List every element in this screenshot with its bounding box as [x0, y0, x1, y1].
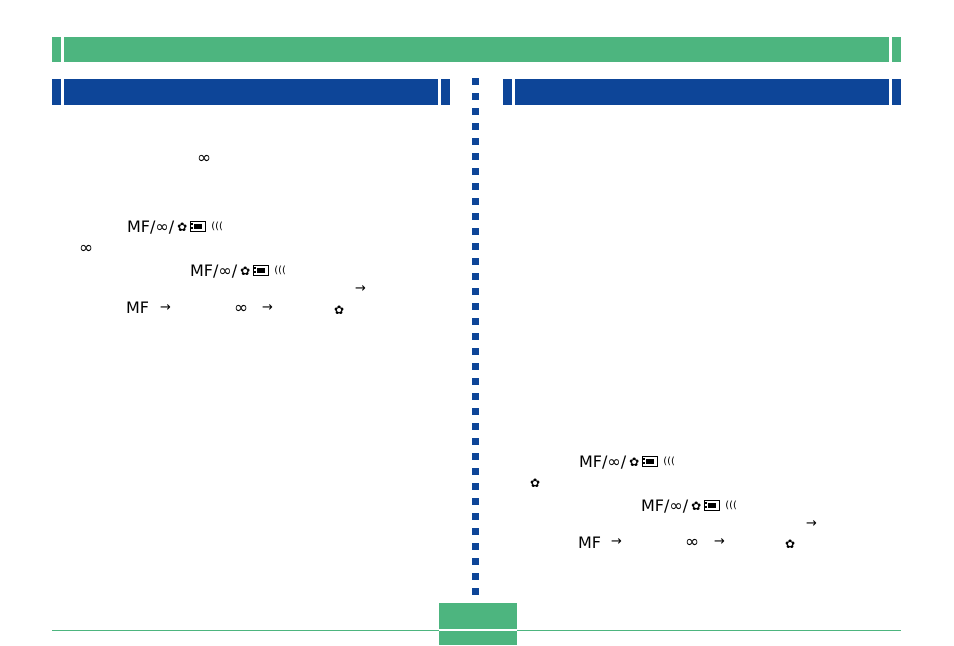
divider-dot [472, 468, 479, 475]
divider-dot [472, 588, 479, 595]
divider-dot [472, 153, 479, 160]
header-bar-notch-left [61, 37, 64, 62]
mf-button-reference: MF/∞/ ✿ ((( [127, 219, 223, 235]
lcd-monitor-icon [642, 456, 660, 468]
page-tab-divider [439, 629, 517, 631]
divider-dot [472, 528, 479, 535]
arrow-icon: → [160, 300, 171, 315]
divider-dot [472, 333, 479, 340]
left-bar-notch-right [438, 79, 441, 105]
divider-dot [472, 378, 479, 385]
divider-dot [472, 423, 479, 430]
divider-dot [472, 543, 479, 550]
macro-icon: ✿ [691, 499, 702, 513]
infinity-symbol: ∞ [234, 298, 249, 318]
divider-dot [472, 273, 479, 280]
arrow-icon: → [806, 516, 817, 531]
divider-dot [472, 93, 479, 100]
divider-dot [472, 108, 479, 115]
divider-dot [472, 483, 479, 490]
divider-dot [472, 408, 479, 415]
mf-button-reference: MF/∞/ ✿ ((( [579, 454, 675, 470]
arrow-icon: → [714, 534, 725, 549]
infinity-symbol: ∞ [79, 238, 94, 258]
right-bar-notch-left [512, 79, 515, 105]
divider-dot [472, 258, 479, 265]
divider-dot [472, 243, 479, 250]
mf-button-label: MF/∞/ [579, 452, 627, 471]
lcd-monitor-icon [190, 221, 208, 233]
sound-waves-icon: ((( [211, 221, 223, 232]
divider-dot [472, 183, 479, 190]
divider-dot [472, 573, 479, 580]
divider-dot [472, 453, 479, 460]
divider-dot [472, 228, 479, 235]
infinity-symbol: ∞ [197, 148, 212, 168]
arrow-icon: → [262, 300, 273, 315]
left-section-header-bar [52, 79, 450, 105]
mf-button-label: MF/∞/ [190, 261, 238, 280]
macro-icon: ✿ [240, 264, 251, 278]
macro-icon: ✿ [785, 537, 796, 551]
divider-dot [472, 78, 479, 85]
right-section-header-bar [503, 79, 901, 105]
page-header-bar [52, 37, 901, 62]
mf-button-reference: MF/∞/ ✿ ((( [190, 263, 286, 279]
column-divider [472, 78, 480, 595]
divider-dot [472, 213, 479, 220]
header-bar-notch-right [889, 37, 892, 62]
right-bar-notch-right [889, 79, 892, 105]
divider-dot [472, 138, 479, 145]
mf-button-reference: MF/∞/ ✿ ((( [641, 498, 737, 514]
sound-waves-icon: ((( [274, 265, 286, 276]
macro-icon: ✿ [530, 476, 541, 490]
infinity-symbol: ∞ [685, 532, 700, 552]
lcd-monitor-icon [253, 265, 271, 277]
divider-dot [472, 123, 479, 130]
macro-icon: ✿ [334, 303, 345, 317]
left-bar-notch-left [61, 79, 64, 105]
divider-dot [472, 168, 479, 175]
mf-button-label: MF/∞/ [127, 217, 175, 236]
divider-dot [472, 303, 479, 310]
arrow-icon: → [355, 281, 366, 296]
lcd-monitor-icon [704, 500, 722, 512]
macro-icon: ✿ [177, 220, 188, 234]
divider-dot [472, 288, 479, 295]
mf-label: MF [126, 298, 150, 317]
macro-icon: ✿ [629, 455, 640, 469]
divider-dot [472, 348, 479, 355]
divider-dot [472, 558, 479, 565]
mf-button-label: MF/∞/ [641, 496, 689, 515]
arrow-icon: → [611, 534, 622, 549]
divider-dot [472, 393, 479, 400]
sound-waves-icon: ((( [663, 456, 675, 467]
divider-dot [472, 513, 479, 520]
page-number-tab [439, 603, 517, 645]
divider-dot [472, 363, 479, 370]
divider-dot [472, 198, 479, 205]
sound-waves-icon: ((( [725, 500, 737, 511]
mf-label: MF [578, 533, 602, 552]
divider-dot [472, 498, 479, 505]
divider-dot [472, 318, 479, 325]
divider-dot [472, 438, 479, 445]
